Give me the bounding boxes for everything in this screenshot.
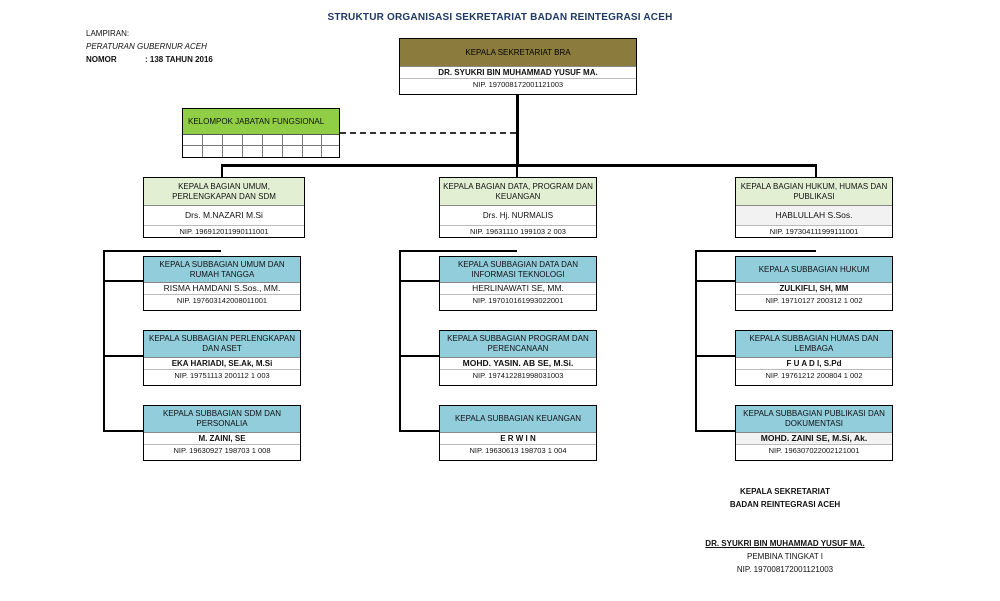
subbagian-nip: NIP. 19630613 198703 1 004 [469,446,567,455]
bagian-nip: NIP. 19631110 199103 2 003 [470,227,566,236]
bracket-branch [103,355,143,357]
subbagian-box: KEPALA SUBBAGIAN SDM DAN PERSONALIA M. Z… [143,405,301,461]
fungsional-title: KELOMPOK JABATAN FUNGSIONAL [183,109,339,135]
head-name: DR. SYUKRI BIN MUHAMMAD YUSUF MA. [400,67,636,79]
bracket-branch [695,430,735,432]
subbagian-title: KEPALA SUBBAGIAN KEUANGAN [440,406,596,433]
subbagian-title: KEPALA SUBBAGIAN HUKUM [736,257,892,283]
subbagian-nip: NIP. 197412281998031003 [472,371,564,380]
page-title: STRUKTUR ORGANISASI SEKRETARIAT BADAN RE… [327,12,673,23]
bracket-top-left [103,250,221,252]
fungsional-box: KELOMPOK JABATAN FUNGSIONAL [182,108,340,158]
subbagian-nip: NIP. 19751113 200112 1 003 [174,371,270,380]
subbagian-box: KEPALA SUBBAGIAN HUMAS DAN LEMBAGA F U A… [735,330,893,386]
signature-nip: NIP. 197008172001121003 [736,565,834,574]
subbagian-title: KEPALA SUBBAGIAN UMUM DAN RUMAH TANGGA [144,257,300,283]
subbagian-box: KEPALA SUBBAGIAN UMUM DAN RUMAH TANGGA R… [143,256,301,311]
bracket-branch [399,280,439,282]
drop-line-left [221,164,223,178]
signature-line1: KEPALA SEKRETARIAT [740,487,830,496]
nomor-value: : 138 TAHUN 2016 [145,55,213,64]
bracket-vertical-center [399,250,401,430]
subbagian-title: KEPALA SUBBAGIAN PERLENGKAPAN DAN ASET [144,331,300,358]
drop-line-center [516,164,518,178]
peraturan-label: PERATURAN GUBERNUR ACEH [86,42,207,51]
subbagian-nip: NIP. 19761212 200804 1 002 [765,371,863,380]
subbagian-name: MOHD. YASIN. AB SE, M.Si. [440,358,596,370]
signature-name: DR. SYUKRI BIN MUHAMMAD YUSUF MA. [705,539,865,548]
subbagian-name: ZULKIFLI, SH, MM [736,283,892,295]
drop-line-right [815,164,817,178]
subbagian-name: RISMA HAMDANI S.Sos., MM. [144,283,300,295]
subbagian-name: MOHD. ZAINI SE, M.Si, Ak. [736,433,892,445]
subbagian-nip: NIP. 197010161993022001 [472,296,564,305]
bagian-name: Drs. M.NAZARI M.Si [144,206,304,226]
subbagian-name: EKA HARIADI, SE.Ak, M.Si [144,358,300,370]
signature-rank: PEMBINA TINGKAT I [746,552,824,561]
subbagian-nip: NIP. 197603142008011001 [176,296,268,305]
subbagian-title: KEPALA SUBBAGIAN PUBLIKASI DAN DOKUMENTA… [736,406,892,433]
bracket-top-center [399,250,517,252]
subbagian-nip: NIP. 19630927 198703 1 008 [173,446,271,455]
subbagian-name: HERLINAWATI SE, MM. [440,283,596,295]
subbagian-title: KEPALA SUBBAGIAN DATA DAN INFORMASI TEKN… [440,257,596,283]
bracket-branch [695,355,735,357]
subbagian-nip: NIP. 19710127 200312 1 002 [765,296,863,305]
head-trunk-line [516,94,519,166]
bagian-title: KEPALA BAGIAN UMUM, PERLENGKAPAN DAN SDM [144,178,304,206]
head-title: KEPALA SEKRETARIAT BRA [400,39,636,67]
bracket-branch [695,280,735,282]
bagian-box-data: KEPALA BAGIAN DATA, PROGRAM DAN KEUANGAN… [439,177,597,238]
bagian-box-umum: KEPALA BAGIAN UMUM, PERLENGKAPAN DAN SDM… [143,177,305,238]
bracket-vertical-right [695,250,697,430]
bagian-title: KEPALA BAGIAN DATA, PROGRAM DAN KEUANGAN [440,178,596,206]
subbagian-box: KEPALA SUBBAGIAN PUBLIKASI DAN DOKUMENTA… [735,405,893,461]
subbagian-box: KEPALA SUBBAGIAN KEUANGAN E R W I N NIP.… [439,405,597,461]
subbagian-box: KEPALA SUBBAGIAN DATA DAN INFORMASI TEKN… [439,256,597,311]
subbagian-title: KEPALA SUBBAGIAN HUMAS DAN LEMBAGA [736,331,892,358]
subbagian-title: KEPALA SUBBAGIAN SDM DAN PERSONALIA [144,406,300,433]
fungsional-dashed-line [340,132,516,134]
subbagian-name: F U A D I, S.Pd [736,358,892,370]
bracket-branch [103,430,143,432]
subbagian-name: E R W I N [440,433,596,445]
bracket-branch [399,355,439,357]
bagian-title: KEPALA BAGIAN HUKUM, HUMAS DAN PUBLIKASI [736,178,892,206]
signature-line2: BADAN REINTEGRASI ACEH [729,500,841,509]
bagian-name: Drs. Hj. NURMALIS [440,206,596,226]
bagian-nip: NIP. 196912011990111001 [179,227,269,236]
head-nip: NIP. 197008172001121003 [472,80,564,89]
bagian-box-hukum: KEPALA BAGIAN HUKUM, HUMAS DAN PUBLIKASI… [735,177,893,238]
lampiran-label: LAMPIRAN: [86,29,130,38]
bracket-top-right [695,250,816,252]
nomor-label: NOMOR [86,55,117,64]
subbagian-name: M. ZAINI, SE [144,433,300,445]
subbagian-box: KEPALA SUBBAGIAN PROGRAM DAN PERENCANAAN… [439,330,597,386]
subbagian-box: KEPALA SUBBAGIAN HUKUM ZULKIFLI, SH, MM … [735,256,893,311]
bracket-branch [103,280,143,282]
subbagian-title: KEPALA SUBBAGIAN PROGRAM DAN PERENCANAAN [440,331,596,358]
head-box: KEPALA SEKRETARIAT BRA DR. SYUKRI BIN MU… [399,38,637,95]
subbagian-box: KEPALA SUBBAGIAN PERLENGKAPAN DAN ASET E… [143,330,301,386]
bagian-name: HABLULLAH S.Sos. [736,206,892,226]
top-horizontal-line [221,164,817,167]
bracket-branch [399,430,439,432]
fungsional-grid [183,135,339,157]
subbagian-nip: NIP. 196307022002121001 [768,446,860,455]
bracket-vertical-left [103,250,105,430]
bagian-nip: NIP. 197304111999111001 [769,227,859,236]
